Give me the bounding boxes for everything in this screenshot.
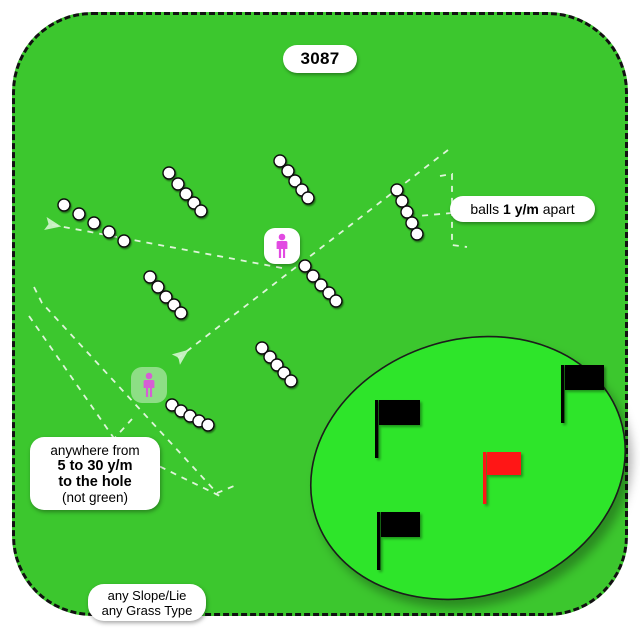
hole-number-text: 3087 [300,49,340,69]
golfer-primary-marker[interactable] [264,228,300,264]
distance-note-line-1: anywhere from [50,442,140,458]
distance-note-line-4: (not green) [61,489,129,505]
conditions-note-line-2: any Grass Type [101,602,193,618]
golfer-ghost-marker[interactable] [131,367,167,403]
person-icon [276,233,288,258]
ball-spacing-label: balls 1 y/m apart [450,196,595,222]
conditions-note-box: any Slope/Lie any Grass Type [88,584,206,621]
distance-note-box: anywhere from 5 to 30 y/m to the hole (n… [30,437,160,510]
ball-spacing-suffix: apart [542,200,575,217]
conditions-note-line-1: any Slope/Lie [107,587,187,603]
ball-spacing-prefix: balls [470,200,500,217]
person-icon [143,372,155,397]
distance-note-line-3: to the hole [58,473,132,490]
fairway-card [12,12,628,616]
hole-number-label: 3087 [283,45,357,73]
ball-spacing-emphasis: 1 y/m [503,200,539,217]
distance-note-line-2: 5 to 30 y/m [57,457,133,474]
